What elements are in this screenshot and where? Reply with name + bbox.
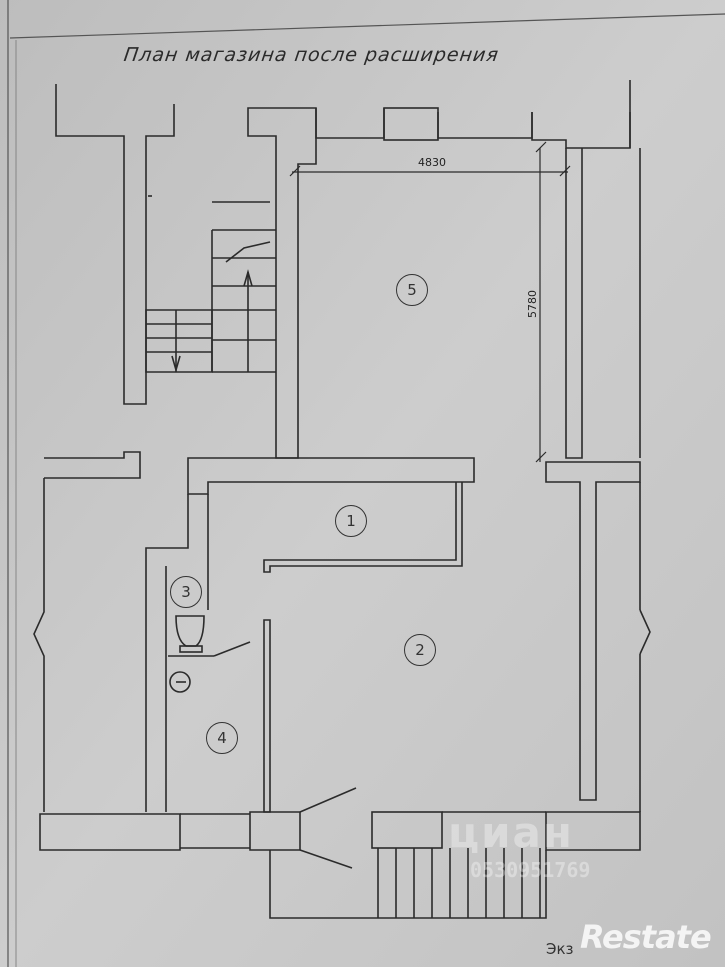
room-5-label: 5 — [396, 274, 428, 306]
wall-right-column — [545, 461, 641, 801]
room-3-label: 3 — [170, 576, 202, 608]
wall-left-outer — [33, 478, 45, 812]
wall-room1-partition — [263, 482, 463, 573]
entrance-steps — [269, 850, 547, 919]
wall-top-left — [55, 104, 175, 405]
room-2-label: 2 — [404, 634, 436, 666]
wall-bottom-right — [545, 811, 641, 851]
watermark-phone: 0530951769 — [470, 858, 591, 882]
page-border-top — [9, 13, 725, 39]
room-1-label: 1 — [335, 505, 367, 537]
dimension-height-label: 5780 — [526, 290, 539, 318]
room-4-label: 4 — [206, 722, 238, 754]
footer-partial-text: Экз — [546, 940, 574, 958]
plan-title: План магазина после расширения — [122, 44, 501, 66]
sink-fixture — [169, 671, 191, 693]
wall-wc-outer — [145, 494, 189, 812]
entrance-door-swing — [299, 787, 357, 869]
wall-middle-left — [44, 451, 141, 479]
dimension-width-label: 4830 — [418, 156, 446, 169]
wall-bottom-pier — [371, 811, 443, 849]
wall-bottom-left — [39, 813, 181, 851]
watermark-brand: циан — [448, 808, 574, 857]
restate-logo: Restate — [580, 918, 712, 956]
wall-right-inner — [565, 148, 583, 459]
